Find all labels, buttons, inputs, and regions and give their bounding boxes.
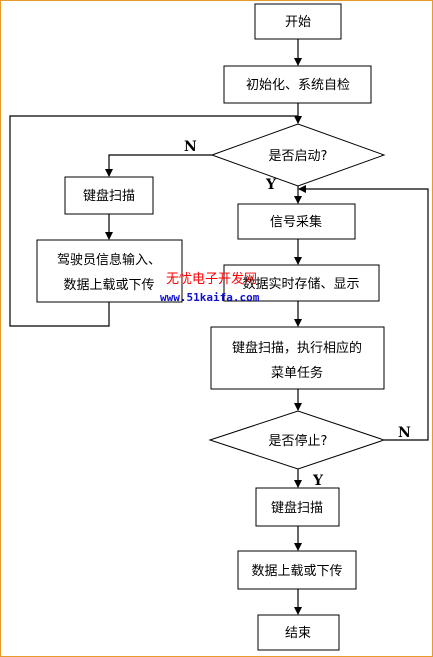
keyscan-bottom-box xyxy=(255,487,340,527)
stop-question: 是否停止? xyxy=(269,433,328,449)
yes-label-started: Y xyxy=(265,177,277,193)
upload-box xyxy=(237,550,357,590)
watermark-url: www.51kaifa.com xyxy=(160,291,260,304)
keyscan-left-label: 键盘扫描 xyxy=(83,188,135,204)
init-box xyxy=(223,65,372,104)
watermark-chinese: 无忧电子开发网 xyxy=(166,271,257,287)
loop-back-left xyxy=(9,115,298,327)
start-label: 开始 xyxy=(285,15,311,30)
realtime-box xyxy=(223,264,380,302)
signal-label: 信号采集 xyxy=(270,214,322,230)
keyscan-bottom-label: 键盘扫描 xyxy=(271,500,323,516)
end-box xyxy=(257,614,340,651)
signal-box xyxy=(237,203,356,240)
keyscan-exec-box xyxy=(210,326,385,390)
init-label: 初始化、系统自检 xyxy=(246,78,350,93)
no-label-stop: N xyxy=(398,425,411,441)
driver-input-box xyxy=(36,239,183,303)
started-decision xyxy=(210,123,386,187)
realtime-label: 数据实时存储、显示 xyxy=(242,277,359,292)
started-question: 是否启动? xyxy=(269,149,328,164)
no-label-started: N xyxy=(184,139,197,155)
yes-label-stop: Y xyxy=(312,473,324,489)
loop-back-right xyxy=(298,185,429,441)
upload-label: 数据上载或下传 xyxy=(251,564,342,579)
driver-input-line1: 驾驶员信息输入、 xyxy=(57,252,161,268)
driver-input-line2: 数据上载或下传 xyxy=(63,278,154,293)
keyscan-left-box xyxy=(64,176,154,215)
arrow-no-keyscan xyxy=(105,154,212,177)
keyscan-exec-line1: 键盘扫描，执行相应的 xyxy=(232,340,362,356)
end-label: 结束 xyxy=(285,626,311,641)
keyscan-exec-line2: 菜单任务 xyxy=(271,365,323,381)
